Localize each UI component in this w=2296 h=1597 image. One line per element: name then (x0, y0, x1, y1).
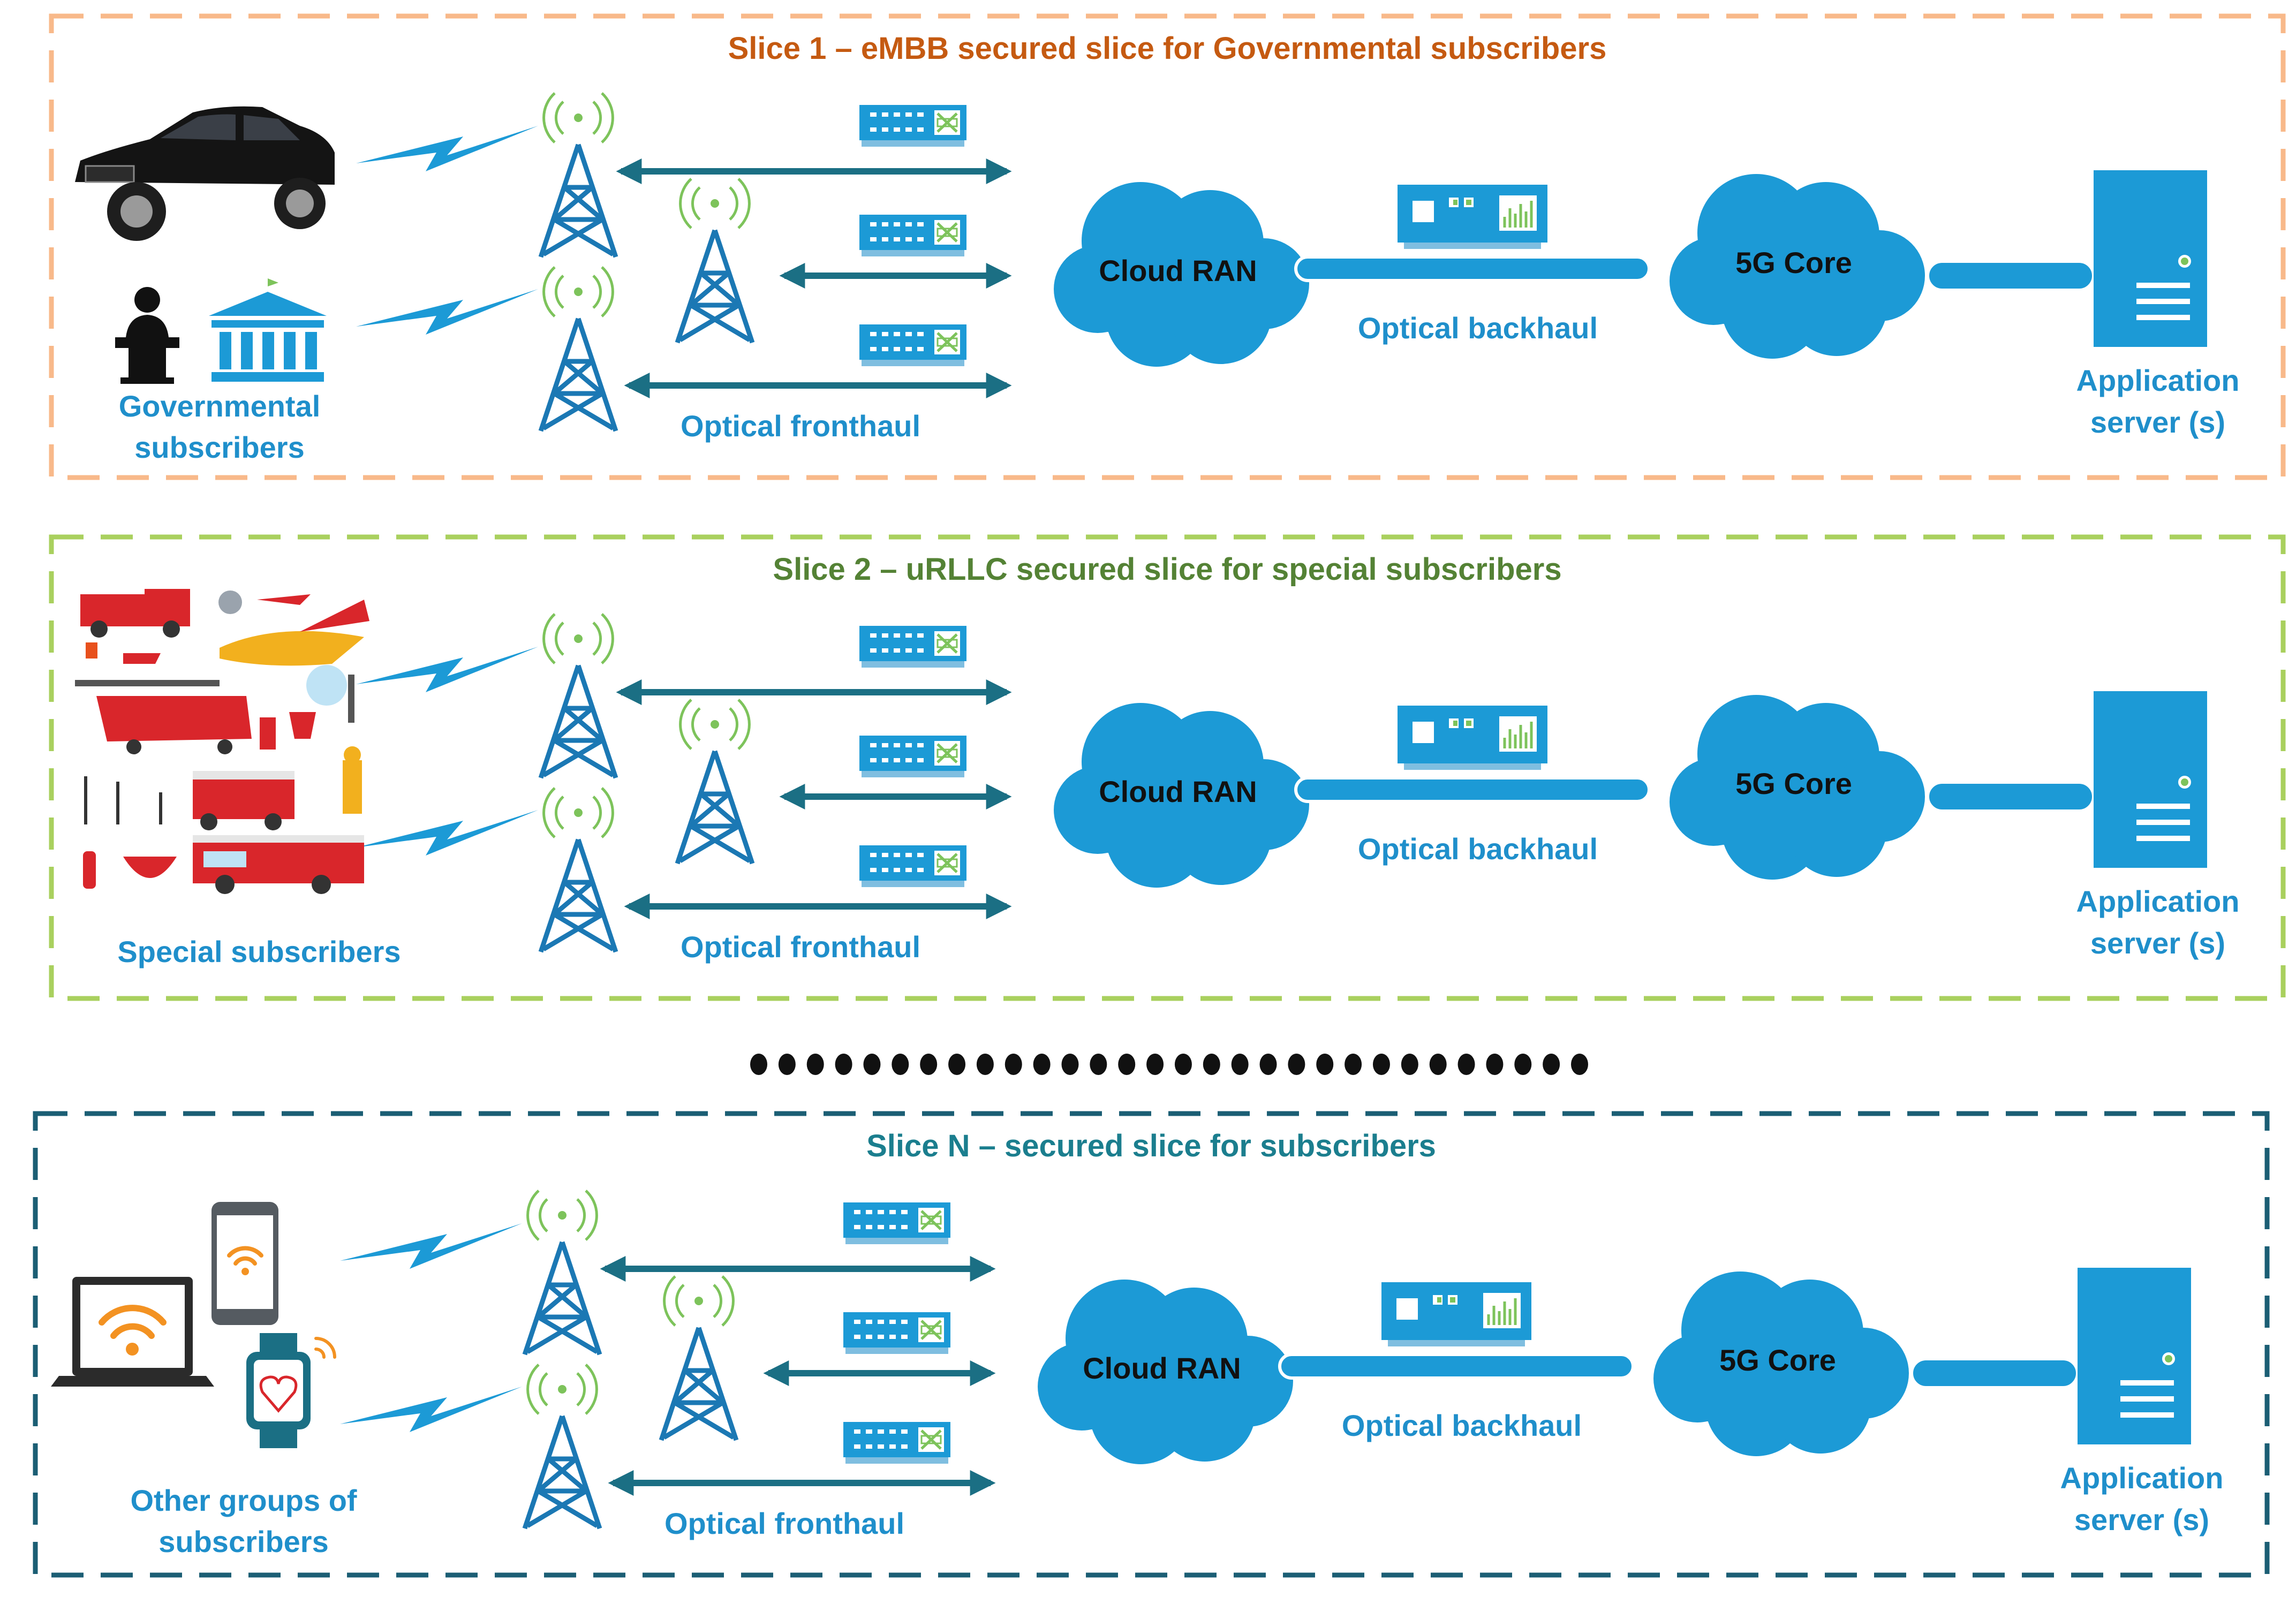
continuation-dot (920, 1054, 938, 1075)
slice-title: Slice N – secured slice for subscribers (866, 1129, 1436, 1163)
politician-icon (115, 287, 179, 384)
continuation-dot (778, 1054, 796, 1075)
core-label: 5G Core (1735, 767, 1852, 800)
continuation-dot (1486, 1054, 1504, 1075)
network-pipeline (356, 614, 2207, 952)
slice-title: Slice 2 – uRLLC secured slice for specia… (773, 552, 1561, 587)
continuation-dot (1288, 1054, 1305, 1075)
continuation-dot (750, 1054, 767, 1075)
subscribers-label: subscribers (134, 430, 305, 464)
slice-1-group: Slice 1 – eMBB secured slice for Governm… (49, 13, 2286, 480)
subscribers-label: Special subscribers (117, 935, 401, 968)
continuation-dot (863, 1054, 881, 1075)
continuation-dot (1401, 1054, 1418, 1075)
slice-border (49, 534, 2286, 1001)
backhaul-label: Optical backhaul (1358, 832, 1598, 866)
backhaul-label: Optical backhaul (1342, 1409, 1582, 1442)
app-server-label: Application (2060, 1461, 2224, 1495)
app-server-label: server (s) (2090, 405, 2225, 439)
continuation-dot (1118, 1054, 1136, 1075)
continuation-dot (1061, 1054, 1079, 1075)
laptop-icon (51, 1277, 214, 1387)
fronthaul-label: Optical fronthaul (664, 1507, 904, 1540)
slice-2-group: Slice 2 – uRLLC secured slice for specia… (49, 534, 2286, 1001)
continuation-dot (1514, 1054, 1532, 1075)
fire-emergency-collage-icon (75, 589, 369, 894)
subscribers-label: subscribers (158, 1525, 329, 1558)
continuation-dot (976, 1054, 994, 1075)
continuation-dot (1231, 1054, 1249, 1075)
network-pipeline (340, 1191, 2191, 1528)
continuation-dot (1259, 1054, 1277, 1075)
subscribers-label: Other groups of (130, 1484, 357, 1517)
continuation-dot (835, 1054, 852, 1075)
app-server-label: Application (2076, 884, 2240, 918)
continuation-dot (1146, 1054, 1164, 1075)
continuation-dot (806, 1054, 824, 1075)
fronthaul-label: Optical fronthaul (681, 409, 920, 443)
app-server-label: Application (2076, 364, 2240, 397)
continuation-dot (1174, 1054, 1192, 1075)
continuation-dot (1429, 1054, 1447, 1075)
continuation-dot (1543, 1054, 1560, 1075)
slice-n-group: Slice N – secured slice for subscribers … (33, 1111, 2270, 1578)
continuation-dot (1033, 1054, 1051, 1075)
smartwatch-icon (246, 1333, 336, 1448)
continuation-dot (948, 1054, 966, 1075)
continuation-dot (1345, 1054, 1362, 1075)
app-server-label: server (s) (2074, 1503, 2209, 1537)
continuation-dot (1372, 1054, 1390, 1075)
fronthaul-label: Optical fronthaul (681, 930, 920, 964)
slice-title: Slice 1 – eMBB secured slice for Governm… (728, 31, 1607, 66)
core-label: 5G Core (1719, 1343, 1836, 1377)
cloud-ran-label: Cloud RAN (1099, 254, 1257, 287)
continuation-dots (750, 1054, 1588, 1075)
continuation-dot (1004, 1054, 1022, 1075)
slice-border (49, 13, 2286, 480)
cloud-ran-label: Cloud RAN (1099, 775, 1257, 808)
backhaul-label: Optical backhaul (1358, 311, 1598, 345)
subscribers-label: Governmental (119, 389, 321, 423)
smartphone-icon (212, 1202, 278, 1325)
continuation-dot (1457, 1054, 1475, 1075)
continuation-dot (892, 1054, 909, 1075)
car-icon (75, 106, 335, 241)
cloud-ran-label: Cloud RAN (1083, 1351, 1241, 1385)
government-building-icon (209, 278, 327, 382)
network-pipeline (356, 93, 2207, 431)
slice-border (33, 1111, 2270, 1578)
continuation-dot (1203, 1054, 1220, 1075)
app-server-label: server (s) (2090, 926, 2225, 960)
core-label: 5G Core (1735, 246, 1852, 279)
continuation-dot (1090, 1054, 1107, 1075)
continuation-dot (1316, 1054, 1334, 1075)
continuation-dot (1571, 1054, 1588, 1075)
